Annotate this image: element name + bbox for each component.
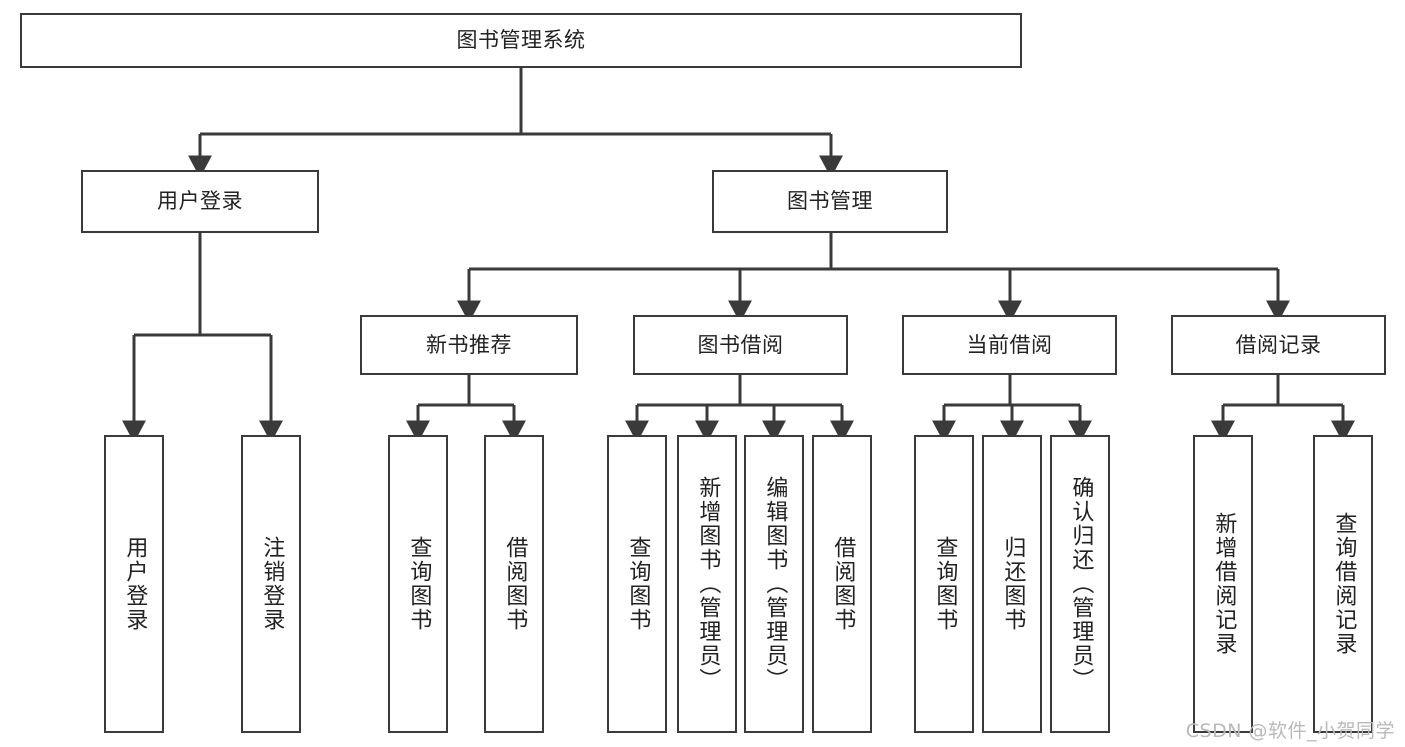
node-leaf-borrow-book-2-label: 借阅图书 (830, 536, 856, 632)
node-root-label: 图书管理系统 (456, 28, 586, 53)
node-leaf-query-book-3[interactable]: 查询图书 (914, 435, 974, 733)
node-leaf-edit-book-admin[interactable]: 编辑图书（管理员） (744, 435, 804, 733)
node-leaf-query-book-1-label: 查询图书 (406, 536, 432, 632)
node-leaf-logout-login[interactable]: 注销登录 (241, 435, 301, 733)
node-leaf-logout-login-label: 注销登录 (259, 536, 285, 632)
watermark: CSDN @软件_小贺同学 (1185, 720, 1395, 742)
node-current-borrow-label: 当前借阅 (966, 332, 1053, 357)
node-borrow-record-label: 借阅记录 (1235, 332, 1322, 357)
node-leaf-add-book-admin[interactable]: 新增图书（管理员） (677, 435, 737, 733)
node-leaf-user-login[interactable]: 用户登录 (104, 435, 164, 733)
node-leaf-borrow-book-1-label: 借阅图书 (502, 536, 528, 632)
node-leaf-query-borrow-record-label: 查询借阅记录 (1331, 512, 1357, 656)
node-leaf-query-book-2[interactable]: 查询图书 (607, 435, 667, 733)
node-user-login[interactable]: 用户登录 (81, 170, 319, 233)
node-new-book-recommend-label: 新书推荐 (426, 332, 512, 357)
node-leaf-add-borrow-record[interactable]: 新增借阅记录 (1193, 435, 1253, 733)
node-leaf-confirm-return-admin-label: 确认归还（管理员） (1068, 476, 1094, 692)
node-leaf-query-book-1[interactable]: 查询图书 (388, 435, 448, 733)
node-leaf-edit-book-admin-label: 编辑图书（管理员） (762, 476, 788, 692)
node-leaf-borrow-book-1[interactable]: 借阅图书 (484, 435, 544, 733)
node-leaf-query-book-3-label: 查询图书 (932, 536, 958, 632)
node-leaf-confirm-return-admin[interactable]: 确认归还（管理员） (1050, 435, 1110, 733)
node-leaf-user-login-label: 用户登录 (122, 536, 148, 632)
node-user-login-label: 用户登录 (157, 189, 243, 214)
node-leaf-borrow-book-2[interactable]: 借阅图书 (812, 435, 872, 733)
node-book-management-label: 图书管理 (787, 189, 873, 214)
node-current-borrow[interactable]: 当前借阅 (902, 315, 1117, 375)
node-leaf-query-borrow-record[interactable]: 查询借阅记录 (1313, 435, 1373, 733)
node-leaf-return-book-label: 归还图书 (1000, 536, 1026, 632)
node-root[interactable]: 图书管理系统 (20, 13, 1022, 68)
node-borrow-record[interactable]: 借阅记录 (1171, 315, 1386, 375)
node-leaf-return-book[interactable]: 归还图书 (982, 435, 1042, 733)
node-leaf-query-book-2-label: 查询图书 (625, 536, 651, 632)
node-leaf-add-book-admin-label: 新增图书（管理员） (695, 476, 721, 692)
node-book-borrow[interactable]: 图书借阅 (633, 315, 848, 375)
node-leaf-add-borrow-record-label: 新增借阅记录 (1211, 512, 1237, 656)
node-book-management[interactable]: 图书管理 (712, 170, 948, 233)
node-book-borrow-label: 图书借阅 (697, 332, 784, 357)
node-new-book-recommend[interactable]: 新书推荐 (360, 315, 578, 375)
